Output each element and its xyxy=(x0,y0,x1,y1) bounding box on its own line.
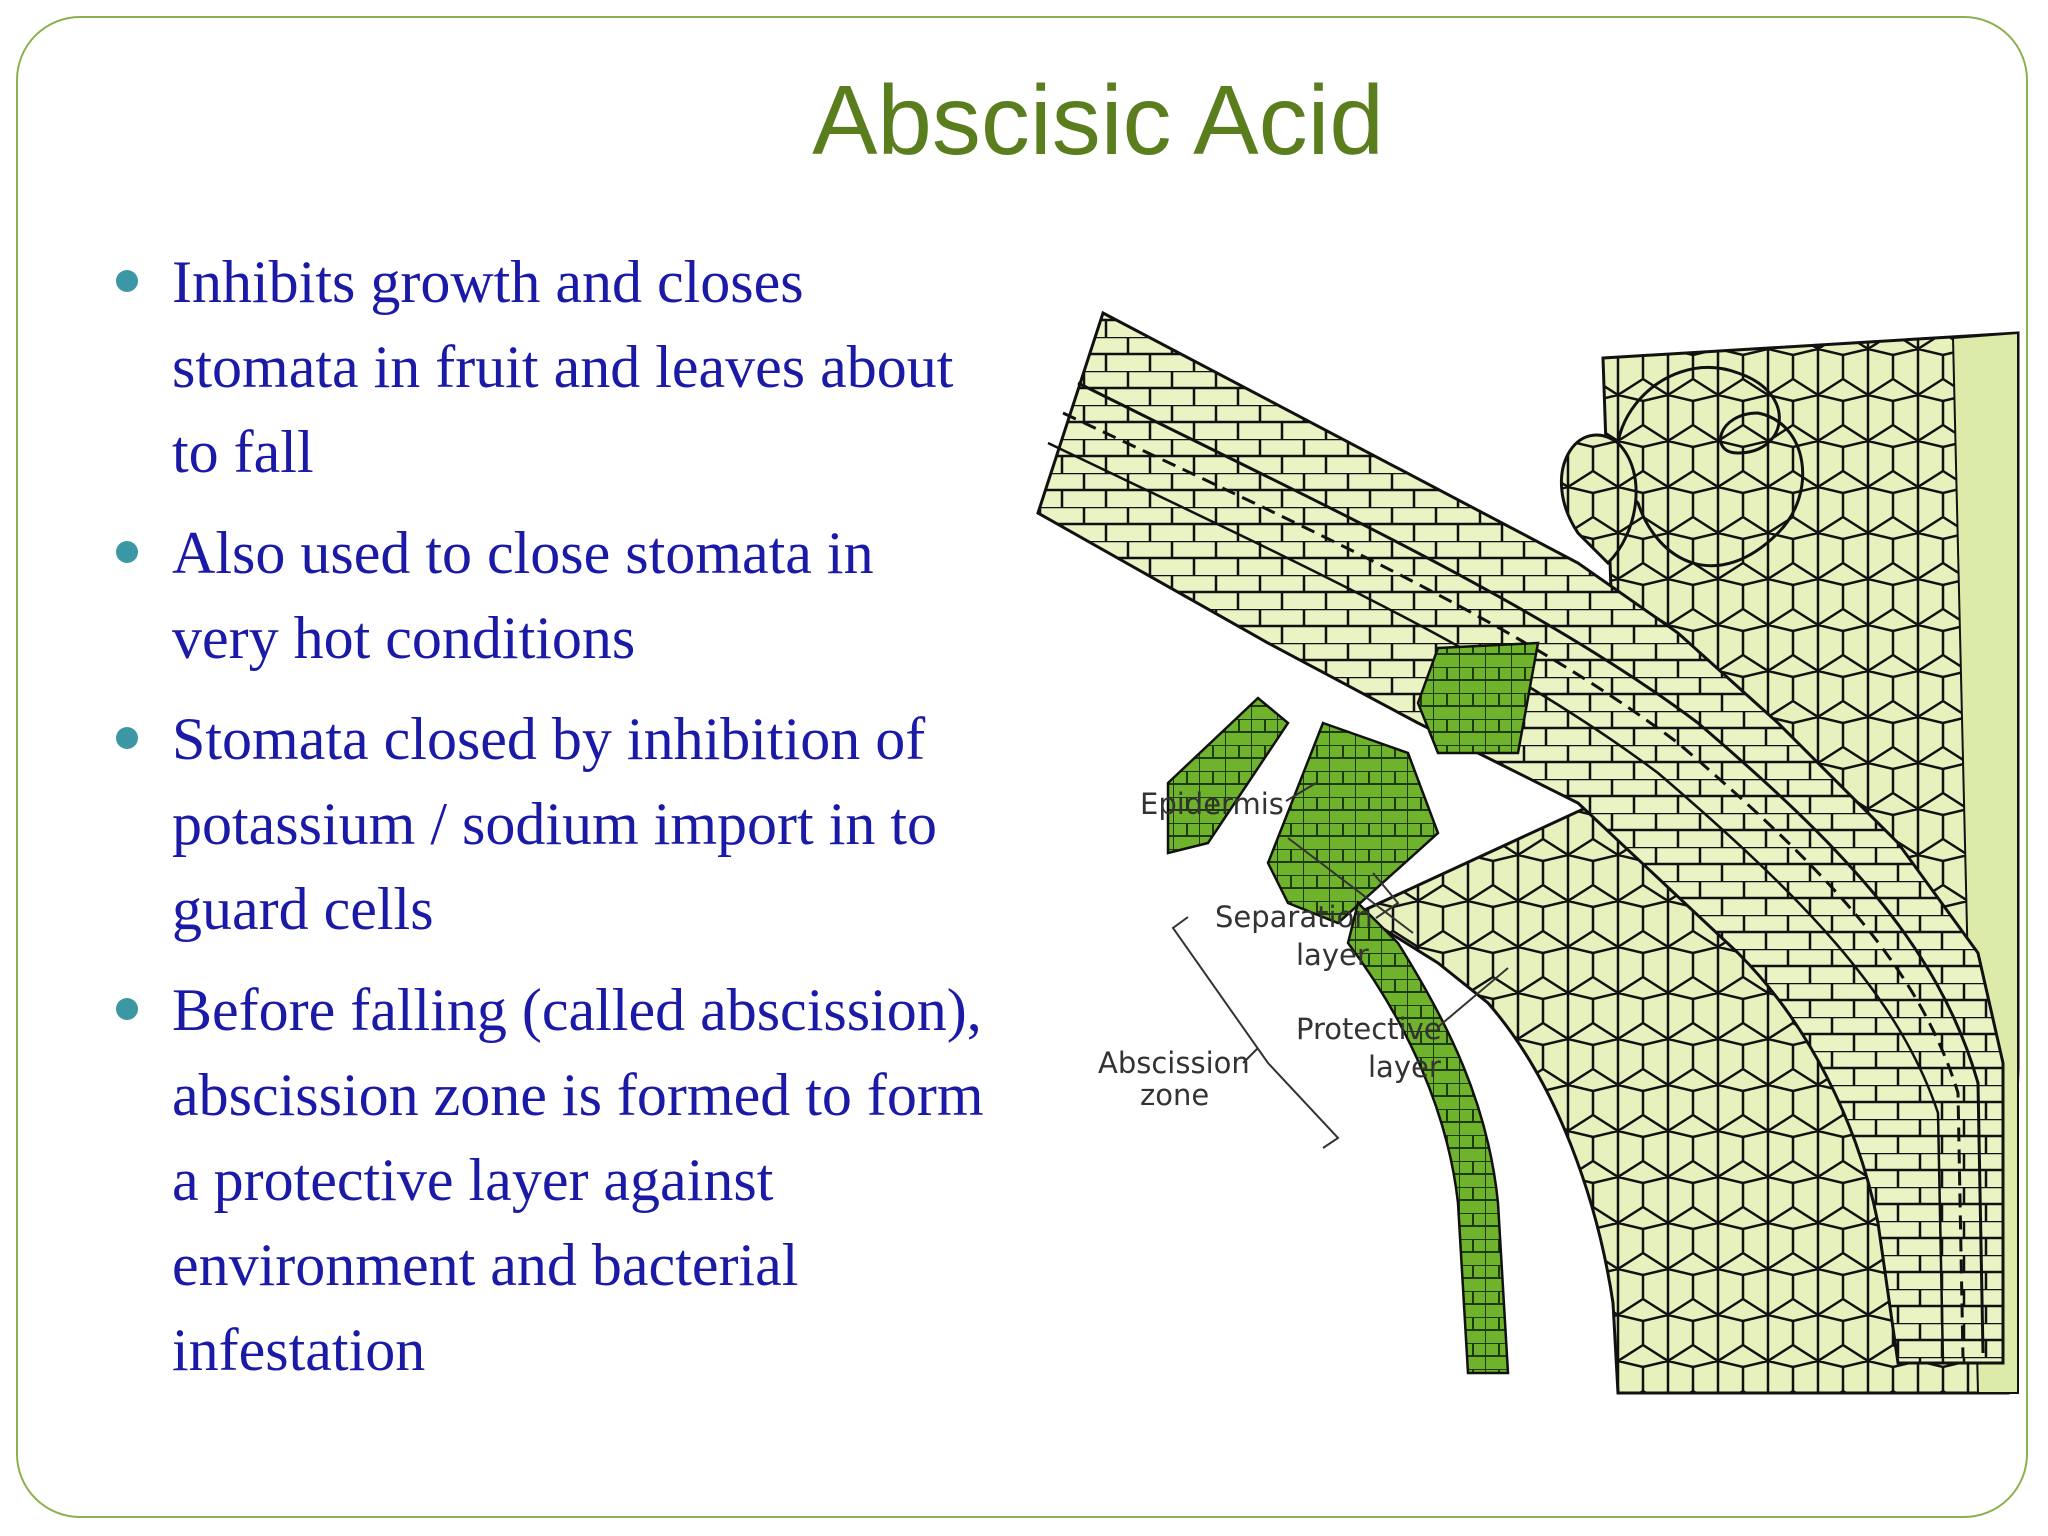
slide: Abscisic Acid Inhibits growth and closes… xyxy=(16,16,2028,1518)
bullet-text: Inhibits growth and closes stomata in fr… xyxy=(172,249,954,485)
abscission-zone-upper xyxy=(1166,696,1290,855)
label-protective-layer: Protective xyxy=(1296,1012,1442,1046)
label-protective-layer: layer xyxy=(1368,1050,1441,1084)
bullet-dot-icon xyxy=(116,541,138,563)
protective-layer xyxy=(1346,900,1510,1375)
label-separation-layer: Separation xyxy=(1215,900,1373,934)
abscission-zone-upper xyxy=(1416,641,1540,755)
abscission-zone-lower xyxy=(1266,721,1440,925)
label-epidermis: Epidermis xyxy=(1140,787,1284,821)
bullet-dot-icon xyxy=(116,998,138,1020)
slide-title: Abscisic Acid xyxy=(812,65,1384,175)
axillary-bud xyxy=(1559,433,1638,566)
bullet-item: Inhibits growth and closes stomata in fr… xyxy=(108,240,988,495)
axillary-bud xyxy=(1615,366,1805,568)
bullet-item: Stomata closed by inhibition of potassiu… xyxy=(108,697,988,952)
label-abscission-zone: zone xyxy=(1140,1078,1209,1112)
vascular-strand xyxy=(1077,381,1985,1354)
bullet-dot-icon xyxy=(116,270,138,292)
vascular-strand xyxy=(1062,411,1965,1359)
bullet-text: Before falling (called abscission), absc… xyxy=(172,977,984,1383)
vascular-strand xyxy=(1047,441,1945,1364)
plant-tissue-illustration: Epidermis Separation layer Protective la… xyxy=(1036,310,2020,1395)
bullet-dot-icon xyxy=(116,727,138,749)
abscission-zone-diagram: Epidermis Separation layer Protective la… xyxy=(1018,303,2023,1403)
bullet-text: Also used to close stomata in very hot c… xyxy=(172,520,874,671)
bullet-list: Inhibits growth and closes stomata in fr… xyxy=(108,240,988,1409)
bullet-item: Before falling (called abscission), absc… xyxy=(108,968,988,1393)
label-separation-layer: layer xyxy=(1296,938,1369,972)
bullet-text: Stomata closed by inhibition of potassiu… xyxy=(172,706,938,942)
label-abscission-zone: Abscission xyxy=(1098,1046,1250,1080)
bullet-item: Also used to close stomata in very hot c… xyxy=(108,511,988,681)
petiole-tissue xyxy=(1036,310,2005,1365)
